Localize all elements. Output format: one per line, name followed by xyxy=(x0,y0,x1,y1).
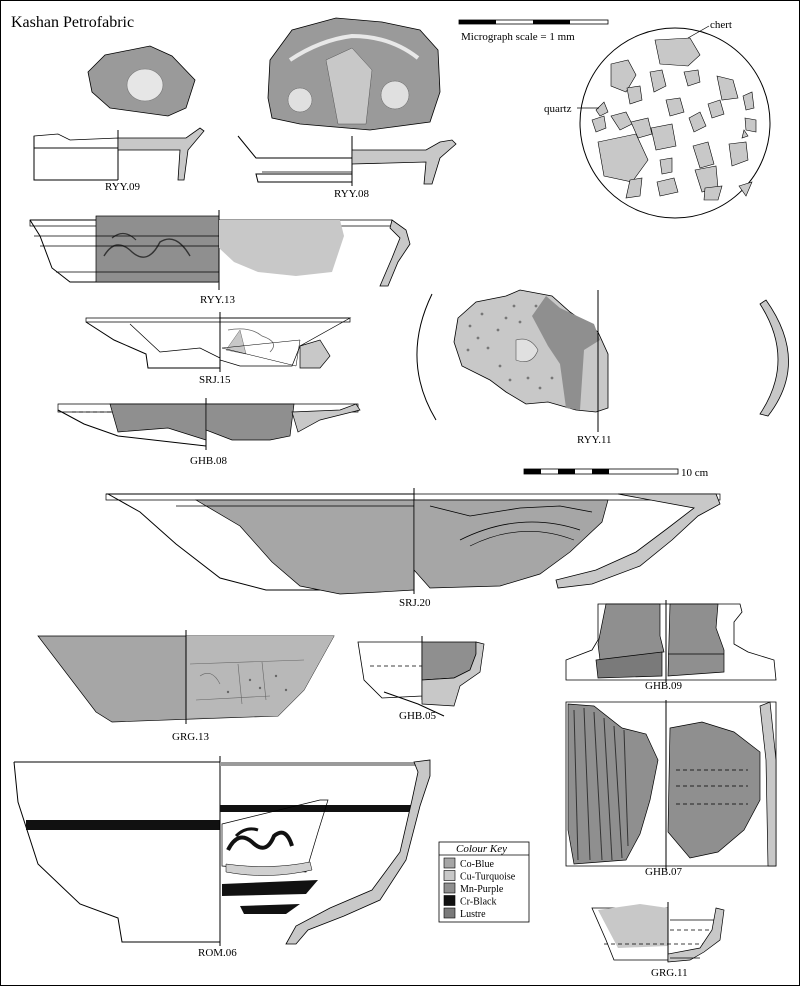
sherd-label-srj15: SRJ.15 xyxy=(199,374,231,386)
colour-key-label: Co-Blue xyxy=(460,859,494,870)
quartz-callout: quartz xyxy=(544,103,572,115)
sherd-label-ryy13: RYY.13 xyxy=(200,294,235,306)
sherd-rom06-drawing xyxy=(13,756,431,946)
sherd-label-ghb08: GHB.08 xyxy=(190,455,227,467)
sherd-ghb09-drawing xyxy=(565,600,777,682)
micrograph-scale-bar xyxy=(458,19,609,25)
colour-key-swatch xyxy=(443,882,456,894)
colour-key-swatch xyxy=(443,895,456,906)
colour-key-title: Colour Key xyxy=(456,843,507,855)
thin-section-micrograph xyxy=(577,25,771,219)
figure-title: Kashan Petrofabric xyxy=(11,14,134,31)
colour-key-label: Cr-Black xyxy=(460,897,496,908)
sherd-srj15-drawing xyxy=(85,312,352,372)
rom06-black-band-left xyxy=(26,820,220,830)
colour-key-swatch xyxy=(443,857,456,869)
micrograph-scale-label: Micrograph scale = 1 mm xyxy=(461,31,575,43)
ten-cm-scale-label: 10 cm xyxy=(681,467,709,479)
sherd-label-grg13: GRG.13 xyxy=(172,731,209,743)
sherd-label-ghb05: GHB.05 xyxy=(399,710,436,722)
sherd-label-ryy11: RYY.11 xyxy=(577,434,612,446)
sherd-ghb08-drawing xyxy=(57,398,361,450)
chert-callout: chert xyxy=(710,19,732,31)
sherd-label-ghb09: GHB.09 xyxy=(645,680,682,692)
sherd-grg11-drawing xyxy=(591,902,725,963)
sherd-grg13-drawing xyxy=(37,630,335,724)
sherd-ghb05-drawing xyxy=(357,636,485,717)
sherd-label-ryy09: RYY.09 xyxy=(105,181,140,193)
colour-key-label: Cu-Turquoise xyxy=(460,872,516,883)
sherd-ryy08-drawing xyxy=(237,17,457,186)
sherd-label-rom06: ROM.06 xyxy=(198,947,237,959)
colour-key-label: Lustre xyxy=(460,909,486,920)
colour-key: Colour Key Co-BlueCu-TurquoiseMn-PurpleC… xyxy=(438,841,530,923)
sherd-label-ryy08: RYY.08 xyxy=(334,188,369,200)
sherd-ryy11-drawing xyxy=(416,289,789,432)
sherd-ryy13-drawing xyxy=(29,210,411,290)
sherd-label-ghb07: GHB.07 xyxy=(645,866,682,878)
sherd-label-grg11: GRG.11 xyxy=(651,967,688,979)
sherd-ghb07-drawing xyxy=(565,700,777,870)
colour-key-swatch xyxy=(443,870,456,881)
sherd-label-srj20: SRJ.20 xyxy=(399,597,431,609)
colour-key-swatch xyxy=(443,907,456,919)
ten-cm-scale-bar xyxy=(523,468,679,475)
sherd-ryy09-drawing xyxy=(33,45,205,181)
colour-key-label: Mn-Purple xyxy=(460,884,504,895)
sherd-srj20-drawing xyxy=(105,488,721,595)
colour-key-rows: Co-BlueCu-TurquoiseMn-PurpleCr-BlackLust… xyxy=(443,857,516,920)
